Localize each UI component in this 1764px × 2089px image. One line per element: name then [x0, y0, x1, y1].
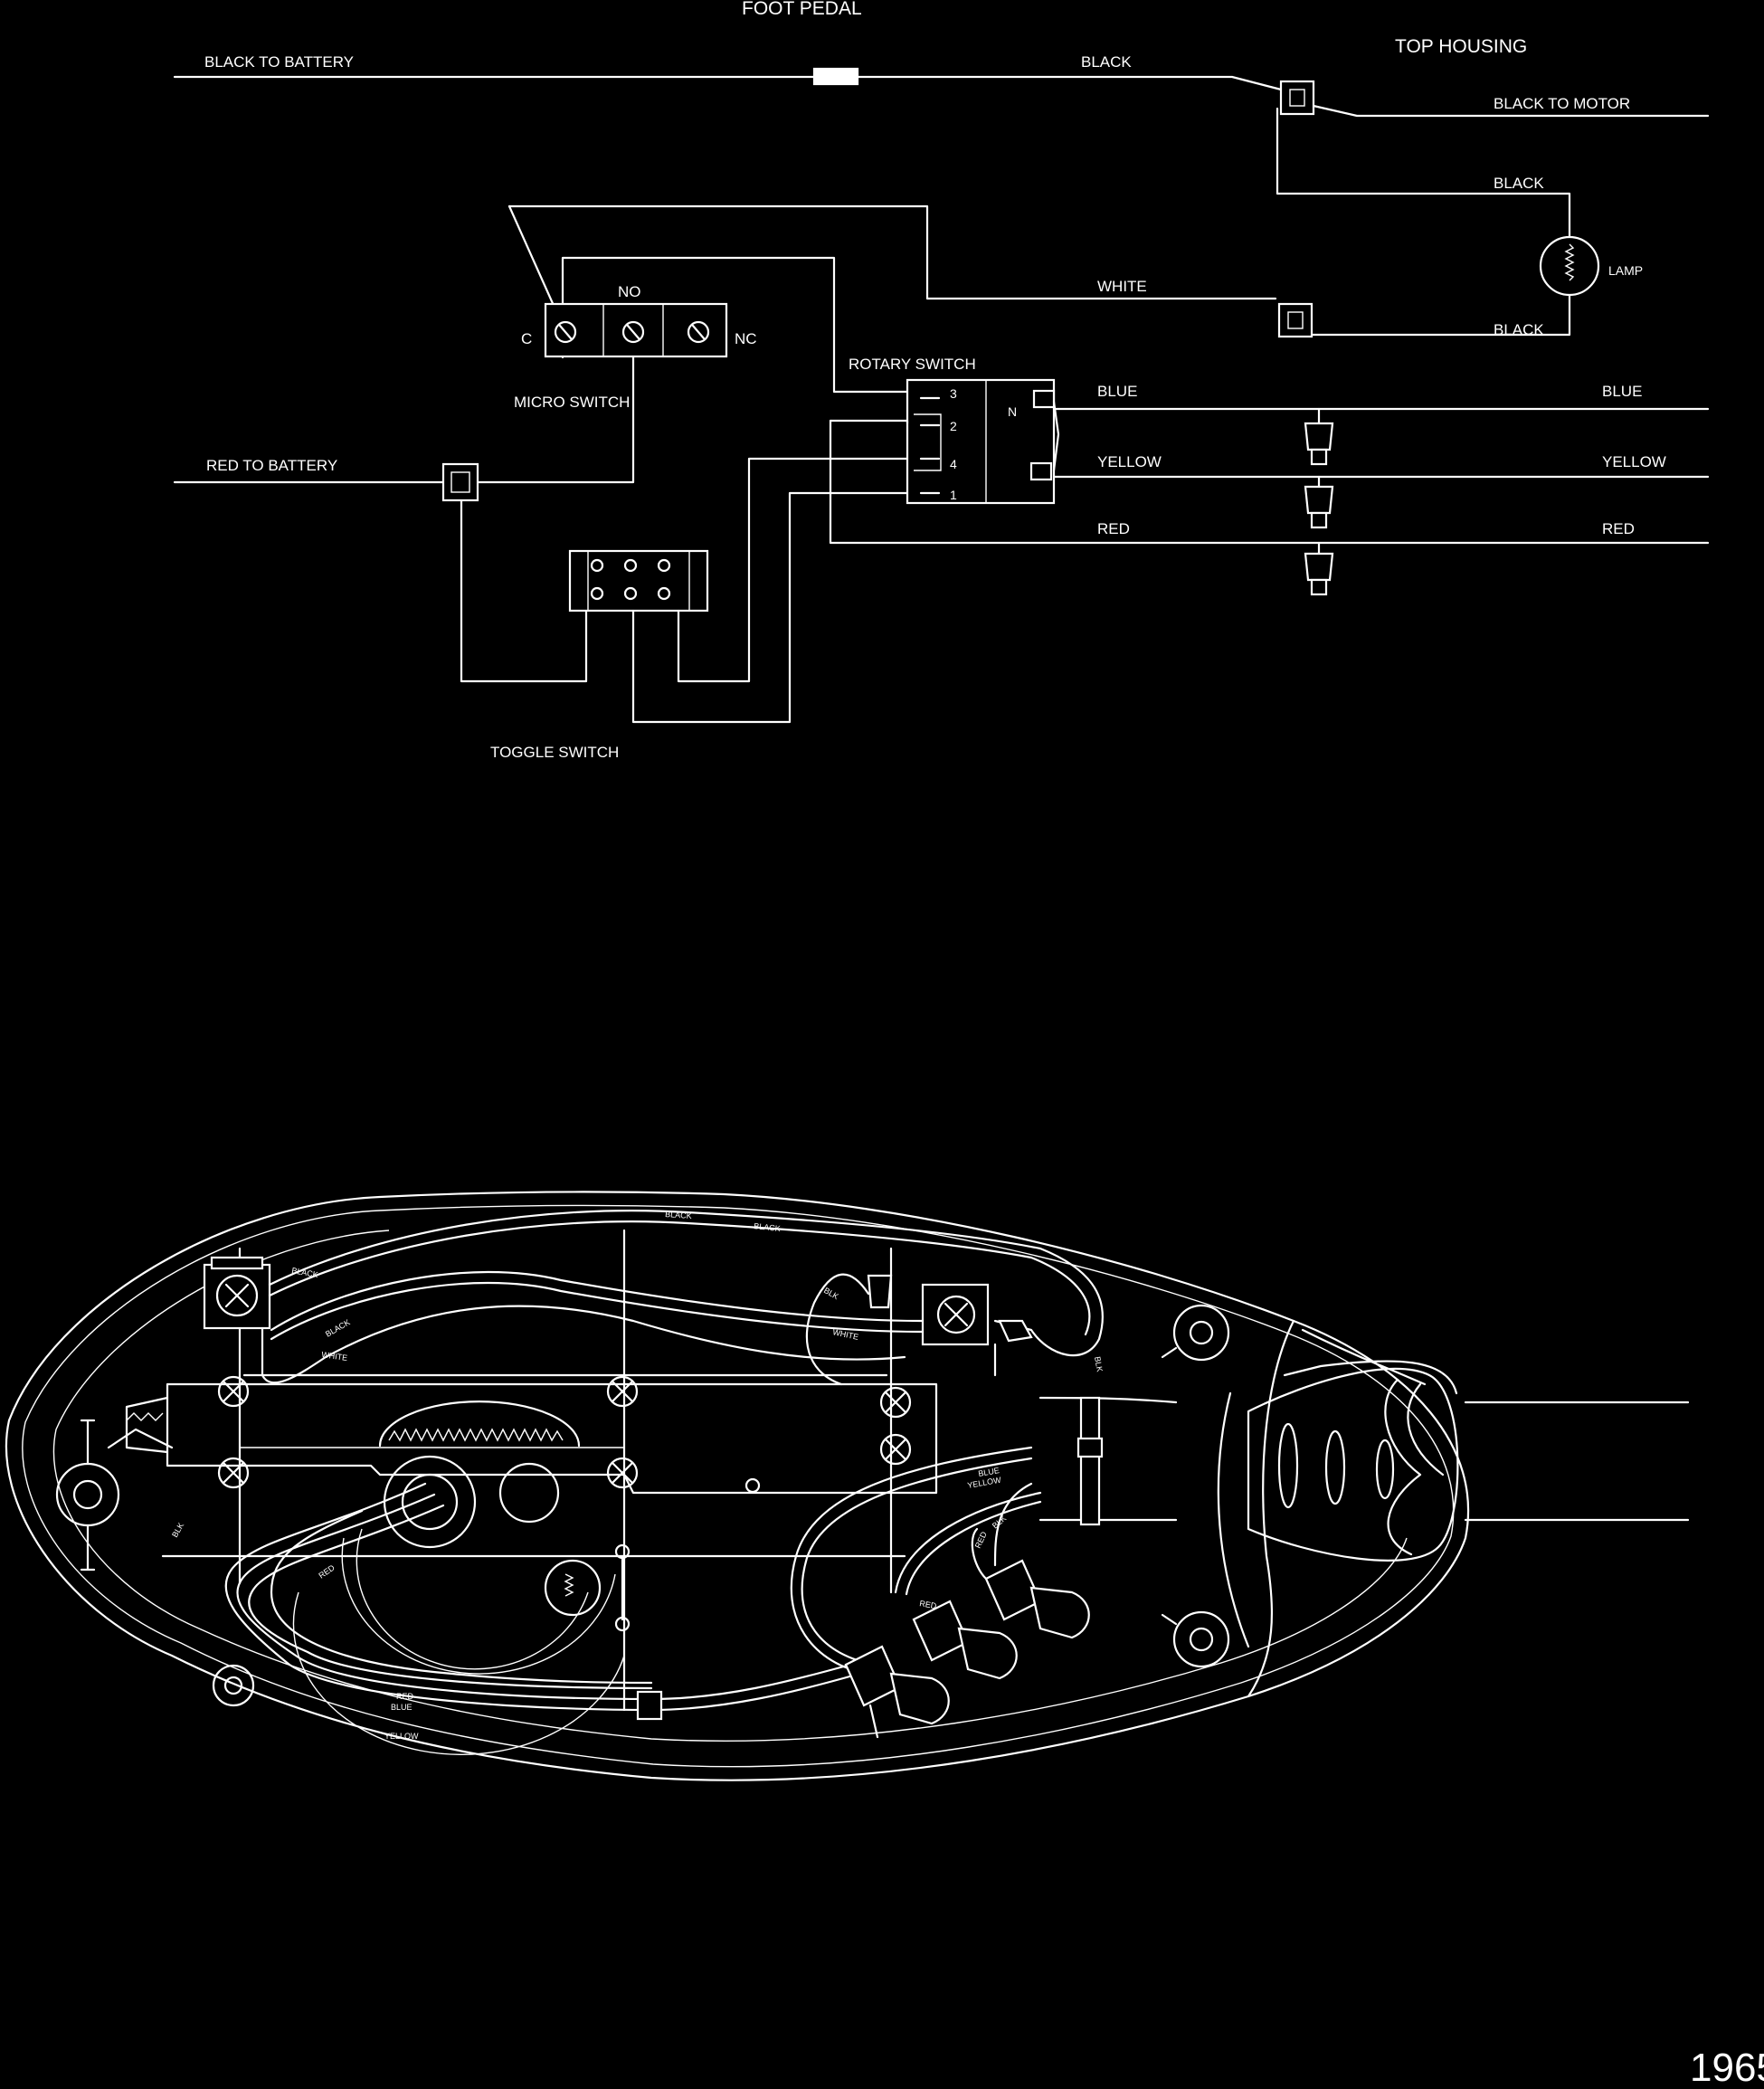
micro-switch — [475, 256, 911, 484]
frame — [161, 1229, 906, 1712]
black-to-battery-label: BLACK TO BATTERY — [204, 53, 354, 71]
screw-icon — [879, 1433, 912, 1466]
terminal-block — [921, 1283, 990, 1346]
red-battery-wire — [173, 462, 588, 683]
cable-tie — [1079, 1396, 1101, 1526]
blue-label: BLUE — [978, 1466, 1001, 1478]
screw-icon — [606, 1457, 639, 1489]
black-label: BLACK — [1081, 53, 1132, 71]
no-label: NO — [618, 283, 641, 300]
motor-housing-drawing: BLACK BLACK BLACK BLACK WHITE WHITE BLK … — [5, 1191, 1690, 1781]
yellow-right-label: YELLOW — [1602, 453, 1666, 470]
foot-pedal-label: FOOT PEDAL — [742, 0, 862, 19]
white-label: WHITE — [1097, 278, 1147, 295]
blue-label: BLUE — [391, 1703, 413, 1712]
lamp-icon — [1539, 235, 1600, 297]
blk-label: BLK — [170, 1521, 185, 1539]
bullet-connector — [844, 1645, 950, 1739]
black-label: BLACK — [754, 1221, 781, 1233]
blue-left-label: BLUE — [1097, 383, 1137, 400]
red-label: RED — [396, 1692, 414, 1701]
blk-label: BLK — [822, 1286, 840, 1301]
black-to-motor-wire — [1276, 104, 1710, 337]
yellow-left-label: YELLOW — [1097, 453, 1162, 470]
rotary-pin-2: 2 — [950, 419, 957, 433]
page-number: 1965 — [1690, 2046, 1764, 2089]
top-housing-connector — [1279, 80, 1315, 116]
housing-outline — [5, 1191, 1470, 1781]
lamp-label: LAMP — [1608, 263, 1643, 278]
bullet-connector — [971, 1527, 1090, 1639]
red-label: RED — [973, 1530, 989, 1550]
yellow-label: YELLOW — [967, 1476, 1002, 1490]
rotary-n-label: N — [1008, 404, 1017, 419]
black-battery-wire — [173, 67, 1286, 92]
black-label: BLACK — [291, 1266, 319, 1279]
mounting-posts — [212, 1304, 1230, 1707]
black-lamp-top-label: BLACK — [1494, 175, 1544, 192]
blk-label: BLK — [1093, 1356, 1105, 1372]
toggle-switch — [568, 457, 909, 724]
screw-icon — [217, 1457, 250, 1489]
screws — [217, 1375, 912, 1494]
rotary-pin-4: 4 — [950, 457, 957, 471]
schematic: FOOT PEDAL TOP HOUSING BLACK TO BATTERY … — [173, 0, 1710, 761]
red-right-label: RED — [1602, 520, 1635, 537]
housing-wires — [224, 1210, 1178, 1721]
micro-switch-label: MICRO SWITCH — [514, 394, 630, 411]
red-connector — [1304, 552, 1334, 596]
screw-icon — [879, 1386, 912, 1419]
cable-clip — [636, 1690, 663, 1721]
yellow-connector — [1304, 485, 1334, 529]
vent-slot — [1375, 1439, 1395, 1500]
red-label: RED — [919, 1599, 938, 1610]
capacitor — [544, 1559, 602, 1617]
bullet-connectors — [844, 1527, 1090, 1739]
c-label: C — [521, 330, 532, 347]
toggle-switch-label: TOGGLE SWITCH — [490, 744, 619, 761]
rotary-switch — [829, 378, 1710, 545]
red-left-label: RED — [1097, 520, 1130, 537]
screw-icon — [217, 1375, 250, 1408]
black-label: BLACK — [324, 1317, 352, 1338]
vent-slot — [1277, 1422, 1299, 1509]
red-label: RED — [317, 1562, 337, 1580]
black-lamp-bottom-label: BLACK — [1494, 321, 1544, 338]
black-label: BLACK — [665, 1210, 692, 1220]
motor-leads — [1052, 407, 1710, 596]
blue-right-label: BLUE — [1602, 383, 1642, 400]
vent-slot — [1324, 1429, 1346, 1505]
nose-cone — [1247, 1367, 1459, 1562]
blue-connector — [1304, 422, 1334, 466]
top-housing-label: TOP HOUSING — [1395, 36, 1527, 57]
terminal-block — [203, 1256, 271, 1330]
black-to-motor-label: BLACK TO MOTOR — [1494, 95, 1630, 112]
yellow-label: YELLOW — [384, 1732, 419, 1741]
spade-connector — [867, 1274, 1033, 1343]
white-label: WHITE — [321, 1350, 348, 1363]
nc-label: NC — [735, 330, 757, 347]
bullet-connector — [912, 1600, 1018, 1680]
rotary-pin-1: 1 — [950, 488, 957, 502]
rear-post — [55, 1419, 174, 1571]
fuse — [812, 67, 859, 86]
red-to-battery-label: RED TO BATTERY — [206, 457, 337, 474]
screw-icon — [606, 1375, 639, 1408]
rotary-pin-3: 3 — [950, 386, 957, 401]
rotary-switch-label: ROTARY SWITCH — [849, 356, 976, 373]
